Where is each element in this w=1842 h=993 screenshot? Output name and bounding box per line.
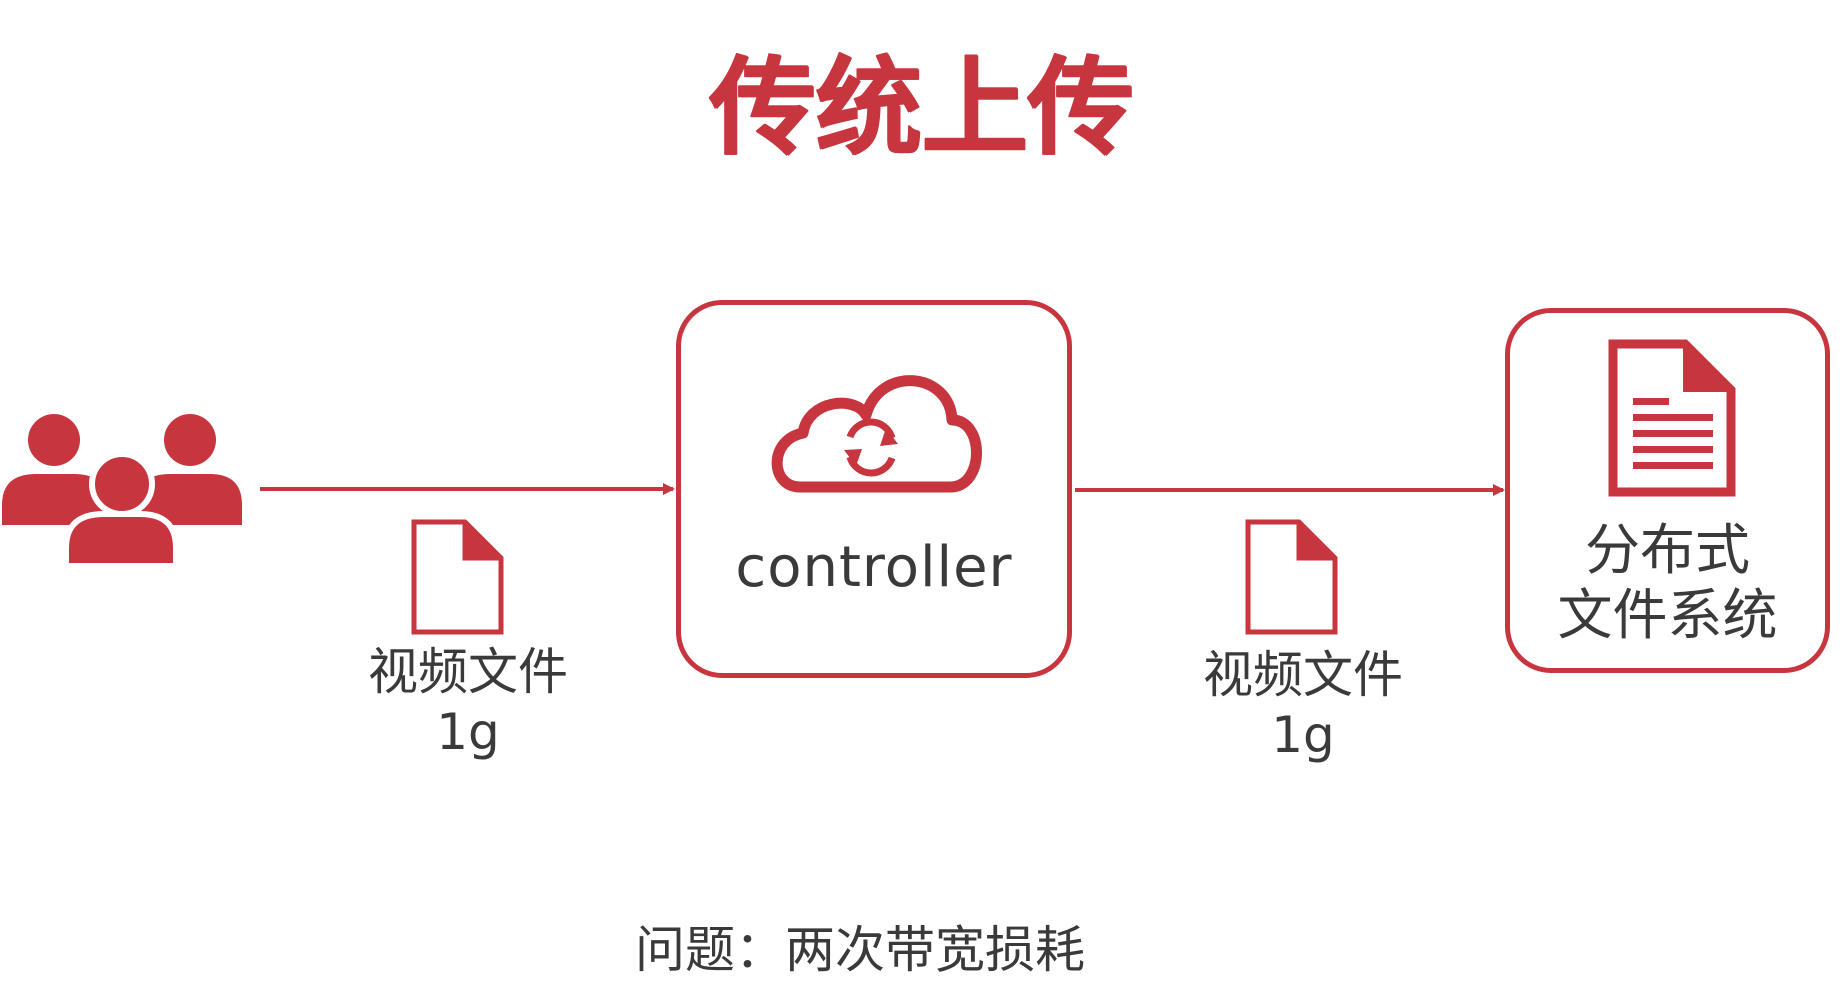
cloud-sync-icon	[771, 375, 982, 493]
dfs-label-line2: 文件系统	[1557, 582, 1778, 647]
file-caption-upload: 视频文件 1g	[338, 642, 598, 762]
file-icon	[411, 519, 504, 635]
problem-statement: 问题：两次带宽损耗	[635, 921, 1085, 979]
controller-label: controller	[735, 535, 1013, 600]
file-name-label: 视频文件	[368, 643, 568, 701]
file-icon	[1245, 519, 1338, 635]
page-title: 传统上传	[709, 46, 1133, 169]
file-size-label: 1g	[436, 703, 500, 761]
distributed-file-system-label: 分布式 文件系统	[1505, 518, 1830, 648]
users-group-icon	[2, 414, 242, 569]
file-caption-forward: 视频文件 1g	[1173, 645, 1433, 765]
file-name-label: 视频文件	[1203, 646, 1403, 704]
dfs-label-line1: 分布式	[1584, 518, 1750, 582]
document-icon	[1608, 339, 1736, 497]
file-size-label: 1g	[1271, 706, 1335, 764]
